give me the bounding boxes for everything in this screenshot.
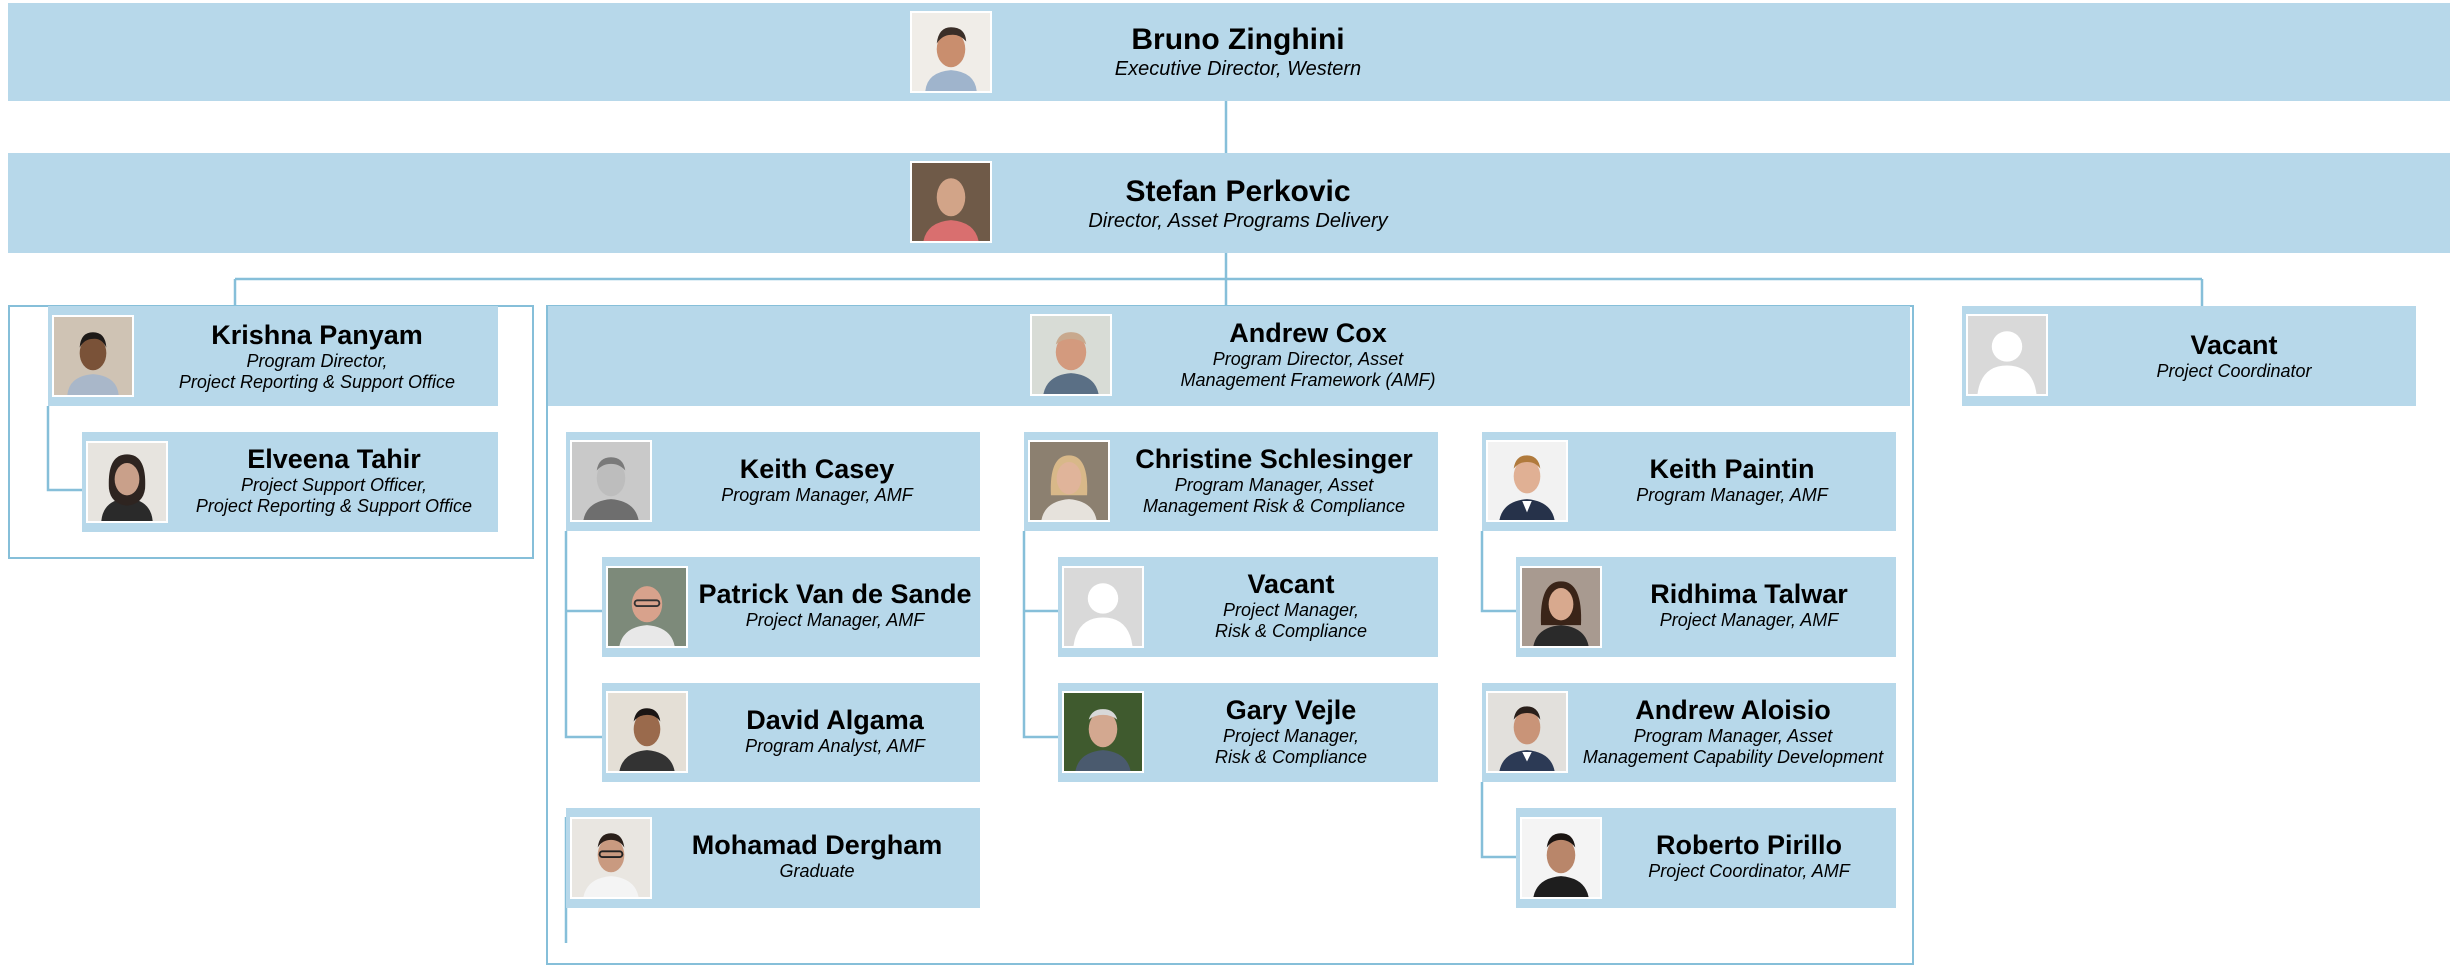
person-title: Project Support Officer, Project Reporti… — [195, 475, 473, 516]
person-name: Keith Paintin — [1649, 454, 1815, 484]
node-vacant-project-coordinator[interactable]: Vacant Project Coordinator — [1962, 306, 2416, 406]
node-andrew-cox[interactable]: Andrew Cox Program Director, Asset Manag… — [548, 306, 1910, 406]
person-name: Elveena Tahir — [247, 444, 421, 474]
person-title: Director, Asset Programs Delivery — [1088, 209, 1388, 232]
person-photo — [1028, 440, 1110, 522]
person-photo — [1062, 691, 1144, 773]
person-name: Keith Casey — [739, 454, 895, 484]
person-title: Project Coordinator, AMF — [1648, 861, 1850, 882]
person-name: Mohamad Dergham — [691, 830, 943, 860]
node-patrick-van-de-sande[interactable]: Patrick Van de Sande Project Manager, AM… — [602, 557, 980, 657]
person-photo — [1030, 314, 1112, 396]
node-krishna-panyam[interactable]: Krishna Panyam Program Director, Project… — [48, 306, 498, 406]
org-connector-lines — [46, 101, 2204, 943]
person-title: Program Director, Asset Management Frame… — [1180, 349, 1436, 390]
person-photo — [570, 817, 652, 899]
person-title: Program Director, Project Reporting & Su… — [178, 351, 456, 392]
person-name: Christine Schlesinger — [1135, 444, 1413, 474]
person-name: Patrick Van de Sande — [698, 579, 972, 609]
person-title: Executive Director, Western — [1114, 57, 1362, 80]
person-title: Project Manager, AMF — [1659, 610, 1839, 631]
node-bruno-zinghini[interactable]: Bruno Zinghini Executive Director, Weste… — [8, 3, 2450, 101]
node-ridhima-talwar[interactable]: Ridhima Talwar Project Manager, AMF — [1516, 557, 1896, 657]
person-photo — [86, 441, 168, 523]
person-name: Bruno Zinghini — [1131, 23, 1345, 56]
person-photo — [1486, 691, 1568, 773]
person-title: Project Manager, Risk & Compliance — [1214, 600, 1368, 641]
person-name: Stefan Perkovic — [1125, 175, 1351, 208]
person-name: Vacant — [2190, 330, 2278, 360]
person-photo — [910, 161, 992, 243]
person-name: Krishna Panyam — [211, 320, 423, 350]
person-photo — [910, 11, 992, 93]
node-stefan-perkovic[interactable]: Stefan Perkovic Director, Asset Programs… — [8, 153, 2450, 253]
person-name: Andrew Aloisio — [1635, 695, 1831, 725]
person-photo — [1520, 566, 1602, 648]
person-photo — [52, 315, 134, 397]
person-title: Program Manager, Asset Management Risk &… — [1142, 475, 1406, 516]
person-name: Vacant — [1247, 569, 1335, 599]
person-photo — [1520, 817, 1602, 899]
person-title: Program Manager, AMF — [1636, 485, 1828, 506]
person-title: Graduate — [779, 861, 855, 882]
node-roberto-pirillo[interactable]: Roberto Pirillo Project Coordinator, AMF — [1516, 808, 1896, 908]
person-title: Program Analyst, AMF — [745, 736, 925, 757]
node-david-algama[interactable]: David Algama Program Analyst, AMF — [602, 683, 980, 782]
person-photo — [606, 691, 688, 773]
node-keith-paintin[interactable]: Keith Paintin Program Manager, AMF — [1482, 432, 1896, 531]
node-andrew-aloisio[interactable]: Andrew Aloisio Program Manager, Asset Ma… — [1482, 683, 1896, 782]
placeholder-avatar-icon — [1966, 314, 2048, 396]
person-name: Gary Vejle — [1225, 695, 1357, 725]
node-vacant-project-manager[interactable]: Vacant Project Manager, Risk & Complianc… — [1058, 557, 1438, 657]
node-gary-vejle[interactable]: Gary Vejle Project Manager, Risk & Compl… — [1058, 683, 1438, 782]
person-name: Andrew Cox — [1229, 318, 1387, 348]
node-mohamad-dergham[interactable]: Mohamad Dergham Graduate — [566, 808, 980, 908]
person-name: Roberto Pirillo — [1655, 830, 1842, 860]
person-name: David Algama — [746, 705, 924, 735]
person-photo — [570, 440, 652, 522]
person-title: Program Manager, Asset Management Capabi… — [1582, 726, 1884, 767]
node-elveena-tahir[interactable]: Elveena Tahir Project Support Officer, P… — [82, 432, 498, 532]
person-title: Project Manager, Risk & Compliance — [1214, 726, 1368, 767]
node-keith-casey[interactable]: Keith Casey Program Manager, AMF — [566, 432, 980, 531]
person-title: Project Manager, AMF — [745, 610, 925, 631]
person-title: Program Manager, AMF — [721, 485, 913, 506]
person-title: Project Coordinator — [2156, 361, 2312, 382]
node-christine-schlesinger[interactable]: Christine Schlesinger Program Manager, A… — [1024, 432, 1438, 531]
placeholder-avatar-icon — [1062, 566, 1144, 648]
person-photo — [606, 566, 688, 648]
person-photo — [1486, 440, 1568, 522]
person-name: Ridhima Talwar — [1650, 579, 1848, 609]
